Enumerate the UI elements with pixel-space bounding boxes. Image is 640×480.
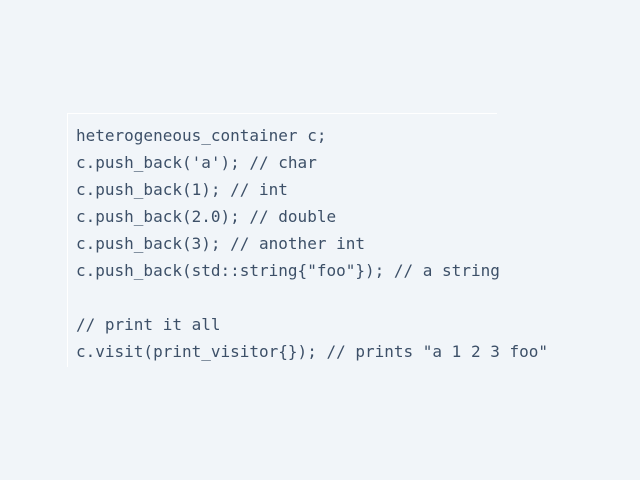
code-line-blank [76,284,548,311]
code-line: c.push_back(3); // another int [76,234,365,253]
code-snippet: heterogeneous_container c; c.push_back('a… [76,122,548,365]
code-line: c.push_back(std::string{"foo"}); // a st… [76,261,500,280]
code-line: c.push_back(1); // int [76,180,288,199]
code-block-frame [67,113,497,367]
code-line: c.push_back(2.0); // double [76,207,337,226]
code-line: c.push_back('a'); // char [76,153,317,172]
code-comment-line: // print it all [76,315,221,334]
code-line: heterogeneous_container c; [76,126,327,145]
code-line: c.visit(print_visitor{}); // prints "a 1… [76,342,549,361]
